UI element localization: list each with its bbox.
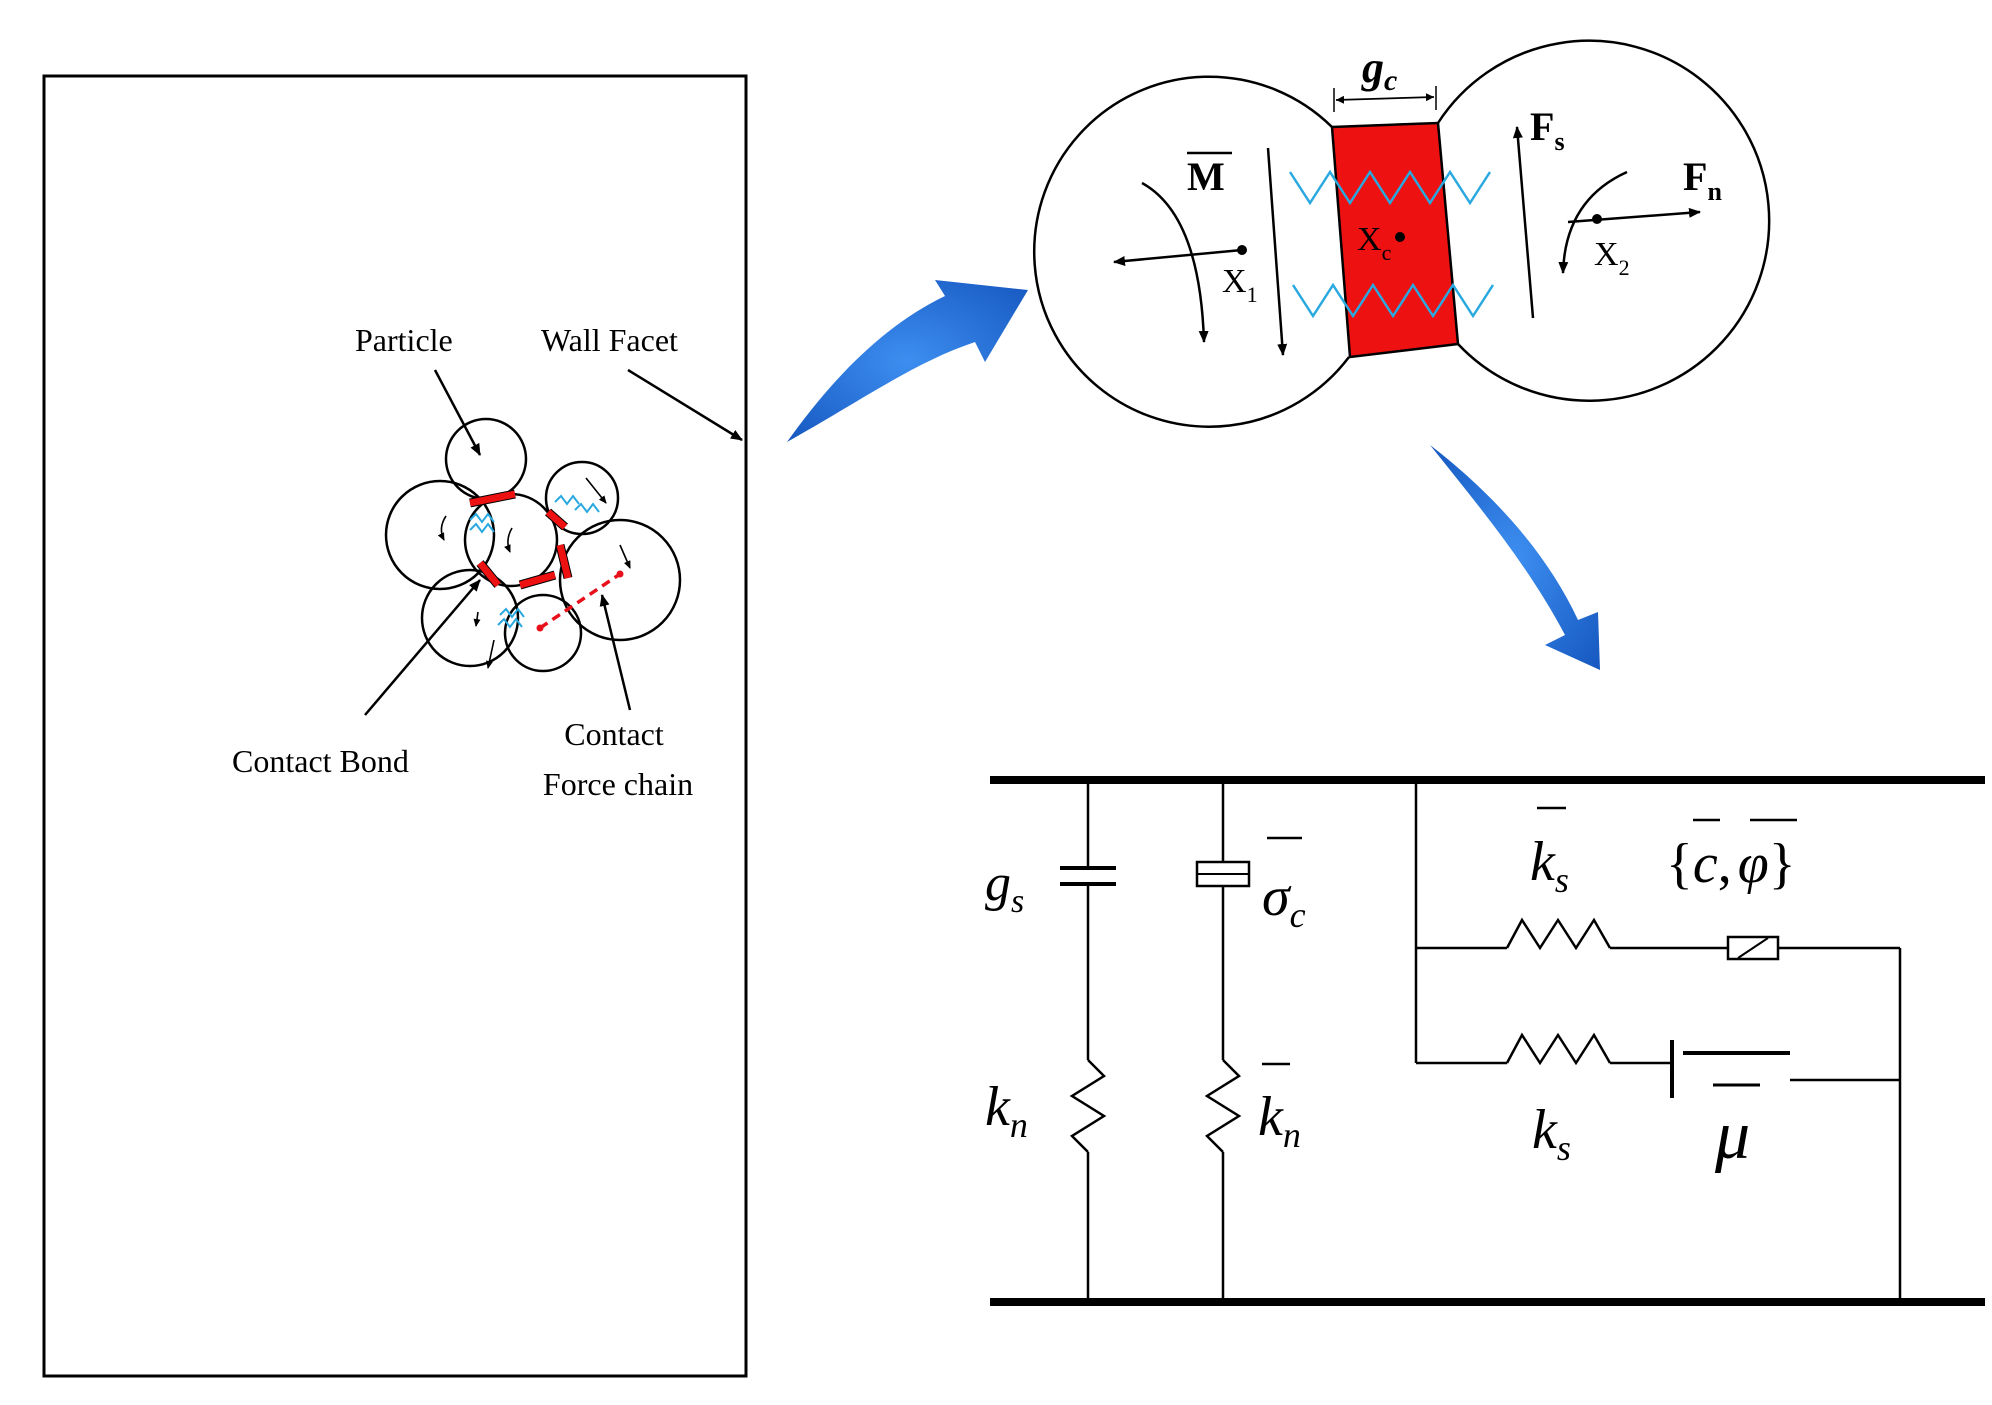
contact-bond-label: Contact Bond	[232, 743, 409, 779]
x2-label: X2	[1594, 236, 1630, 280]
kn-label: kn	[985, 1076, 1028, 1145]
parallel-bond	[1330, 121, 1460, 359]
specimen-panel: Particle Wall Facet Contact Bond Contact…	[42, 74, 748, 1378]
shear-branch	[1414, 780, 1902, 1302]
particle	[420, 568, 520, 668]
ks-bar-label: ks	[1530, 831, 1569, 900]
bond-springs	[1288, 169, 1495, 319]
force-chain-label-line2: Force chain	[543, 766, 693, 802]
normal-force-label: Fn	[1683, 154, 1722, 206]
contact-bonds	[469, 489, 573, 590]
kn-bar-label: kn	[1258, 1086, 1301, 1155]
wall-facet-box	[42, 74, 748, 1378]
particle-1	[1033, 75, 1350, 428]
force-chain-label-line1: Contact	[564, 716, 664, 752]
x1-label: X1	[1222, 263, 1258, 307]
wall-facet-label: Wall Facet	[541, 322, 678, 358]
normal-branch	[1060, 780, 1116, 1302]
particle-label: Particle	[355, 322, 453, 358]
particle	[384, 479, 496, 591]
sigma-c-label: σc	[1262, 866, 1306, 935]
bond-normal-branch	[1195, 780, 1251, 1302]
force-chain	[536, 570, 624, 632]
gap-label: gc	[1361, 43, 1397, 97]
contact-springs	[469, 494, 600, 629]
mu-label: μ	[1714, 1097, 1750, 1174]
gap-dimension	[1335, 93, 1435, 104]
cohesion-friction-label: {c,φ}	[1666, 833, 1796, 895]
particle-cluster	[384, 417, 682, 673]
particle	[503, 593, 583, 673]
leader-arrows	[364, 368, 743, 716]
particle	[463, 492, 559, 588]
particle	[558, 518, 682, 642]
particle-2	[1436, 39, 1771, 402]
gs-label: gs	[985, 855, 1024, 920]
force-arrows	[1113, 126, 1701, 356]
transition-arrow-down	[1430, 445, 1600, 670]
particle	[444, 417, 528, 501]
rotation-arrows	[437, 477, 631, 669]
contact-detail: gc M Fs Fn X1 Xc X2	[1033, 39, 1771, 428]
shear-force-label: Fs	[1530, 104, 1565, 156]
moment-label: M	[1187, 154, 1225, 199]
rheological-model: gs σc kn kn ks ks {c,φ} μ	[985, 776, 1985, 1306]
ks-label: ks	[1532, 1099, 1571, 1168]
transition-arrow-right	[787, 280, 1028, 442]
xc-label: Xc	[1357, 221, 1392, 265]
